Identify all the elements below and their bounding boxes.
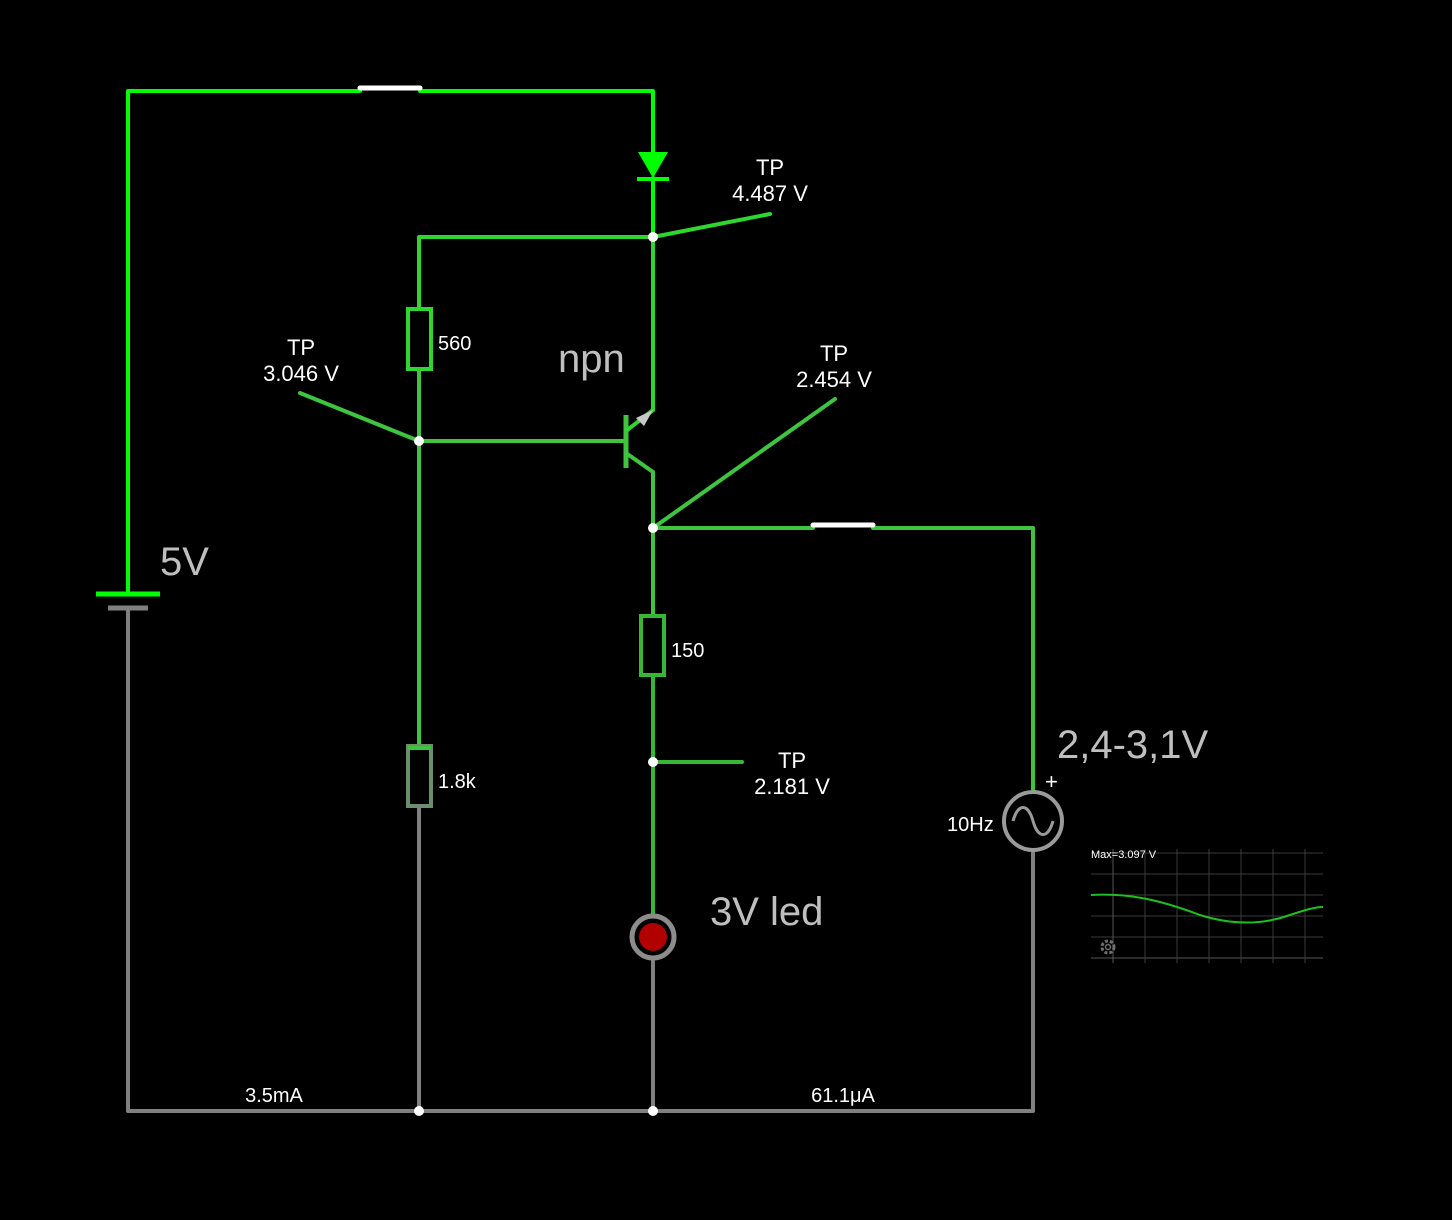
ac-source-polarity: + bbox=[1045, 769, 1058, 794]
led-light bbox=[639, 923, 667, 951]
test-point-2-name: TP bbox=[287, 335, 315, 360]
gear-icon[interactable] bbox=[1100, 939, 1116, 955]
wire-top-right[interactable] bbox=[418, 89, 655, 154]
resistor-1k8-label: 1.8k bbox=[438, 771, 477, 793]
wire-to-560[interactable] bbox=[417, 235, 655, 311]
gear-icon-outer bbox=[1100, 939, 1116, 955]
emitter-wires bbox=[651, 397, 1035, 792]
test-point-2-value: 3.046 V bbox=[263, 361, 339, 386]
wire-top-left[interactable] bbox=[126, 89, 362, 596]
transistor-emitter-leg bbox=[624, 451, 655, 474]
resistor-560-label: 560 bbox=[438, 333, 471, 355]
test-point-4-name: TP bbox=[778, 748, 806, 773]
node-emitter bbox=[648, 523, 658, 533]
node-ground-2 bbox=[648, 1106, 658, 1116]
supply-wires bbox=[126, 89, 655, 596]
sine-wave-icon bbox=[1011, 806, 1055, 836]
scope-max-label: Max=3.097 V bbox=[1091, 849, 1157, 861]
ac-source[interactable] bbox=[1002, 790, 1064, 852]
ac-source-frequency: 10Hz bbox=[947, 814, 994, 836]
wire-ground-left[interactable] bbox=[126, 606, 421, 1113]
node-base bbox=[414, 436, 424, 446]
gear-icon-inner bbox=[1104, 943, 1112, 951]
test-point-4[interactable]: TP 2.181 V bbox=[754, 748, 830, 799]
test-point-3-value: 2.454 V bbox=[796, 367, 872, 392]
resistor-150-label: 150 bbox=[671, 640, 704, 662]
scope-trace bbox=[1090, 893, 1324, 924]
led-label: 3V led bbox=[710, 890, 823, 934]
battery-label: 5V bbox=[160, 540, 209, 584]
probe-wire-3[interactable] bbox=[651, 397, 837, 530]
wire-switch-to-ac[interactable] bbox=[871, 526, 1035, 792]
test-point-4-value: 2.181 V bbox=[754, 774, 830, 799]
ground-wires bbox=[126, 606, 1035, 1113]
node-led-anode bbox=[648, 757, 658, 767]
battery[interactable] bbox=[96, 591, 160, 611]
probe-wire-1[interactable] bbox=[651, 212, 772, 239]
wire-ground-right[interactable] bbox=[651, 850, 1035, 1113]
test-point-1-value: 4.487 V bbox=[732, 181, 808, 206]
diode[interactable] bbox=[637, 152, 669, 181]
current-label-left: 3.5mA bbox=[245, 1085, 303, 1107]
collector-wires bbox=[417, 212, 772, 412]
junction-nodes bbox=[414, 232, 658, 1116]
scope-grid bbox=[1091, 849, 1323, 963]
current-label-right: 61.1μA bbox=[811, 1085, 875, 1107]
test-point-2[interactable]: TP 3.046 V bbox=[263, 335, 339, 386]
ac-source-label: 2,4-3,1V bbox=[1057, 723, 1209, 767]
test-point-1-name: TP bbox=[756, 155, 784, 180]
diode-triangle bbox=[638, 152, 668, 178]
node-ground-1 bbox=[414, 1106, 424, 1116]
transistor-arrow bbox=[636, 410, 653, 426]
resistor-560[interactable] bbox=[406, 307, 433, 371]
led[interactable] bbox=[629, 913, 677, 961]
node-collector-rail bbox=[648, 232, 658, 242]
probe-wire-2[interactable] bbox=[298, 391, 421, 443]
test-point-1[interactable]: TP 4.487 V bbox=[732, 155, 808, 206]
transistor-label: npn bbox=[558, 337, 625, 381]
base-wires bbox=[298, 367, 628, 748]
resistor-1k8[interactable] bbox=[406, 744, 433, 808]
test-point-3-name: TP bbox=[820, 341, 848, 366]
resistor-150[interactable] bbox=[639, 614, 666, 677]
scope[interactable]: Max=3.097 V bbox=[1090, 849, 1324, 963]
npn-transistor[interactable] bbox=[623, 408, 655, 474]
test-point-3[interactable]: TP 2.454 V bbox=[796, 341, 872, 392]
led-wires bbox=[651, 673, 744, 918]
